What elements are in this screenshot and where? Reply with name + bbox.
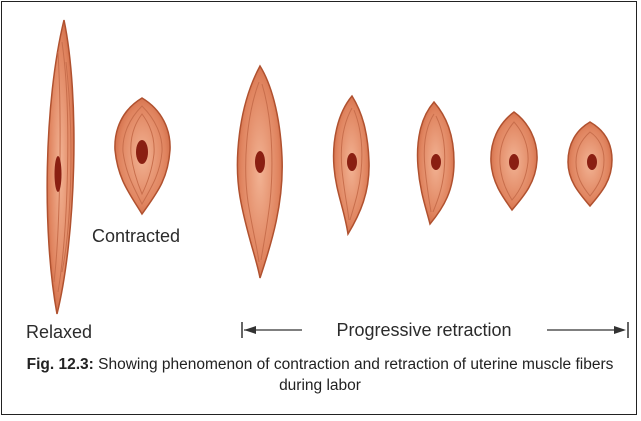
caption-prefix: Fig. 12.3:	[27, 356, 94, 373]
retraction-fiber-5	[568, 122, 612, 206]
label-contracted: Contracted	[92, 226, 180, 246]
contracted-fiber	[115, 98, 170, 214]
label-progressive-retraction: Progressive retraction	[336, 320, 511, 340]
figure-frame: Contracted Relaxed Progressive retractio…	[1, 1, 637, 415]
retraction-fiber-1	[237, 66, 282, 278]
retraction-fiber-4	[491, 112, 537, 210]
figure-caption: Fig. 12.3: Showing phenomenon of contrac…	[12, 354, 628, 396]
relaxed-fiber	[47, 20, 74, 314]
retraction-fiber-3	[418, 102, 454, 224]
label-relaxed: Relaxed	[26, 322, 92, 342]
caption-text: Showing phenomenon of contraction and re…	[94, 356, 614, 394]
retraction-fiber-2	[334, 96, 369, 234]
